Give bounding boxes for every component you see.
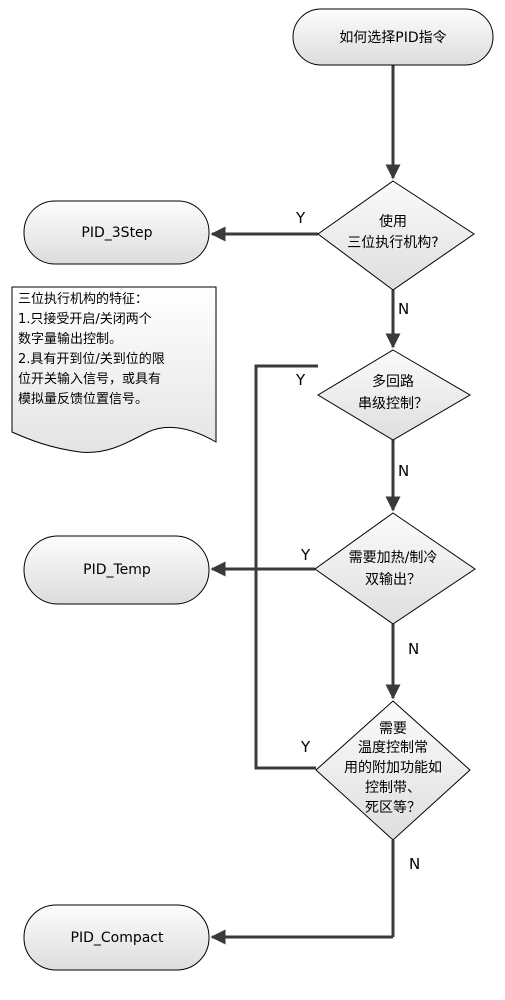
terminal-start-shape	[292, 8, 494, 66]
terminal-pid-temp-shape	[23, 535, 210, 605]
decision-cascade-control-line-1: 多回路	[372, 373, 414, 390]
terminal-pid-temp: PID_Temp	[23, 535, 210, 605]
decision-temperature-extra-functions-line-3: 用的附加功能如	[344, 760, 442, 776]
terminal-pid-temp-label: PID_Temp	[83, 562, 151, 578]
decision-three-position-actuator-shape	[317, 180, 475, 291]
label-d3-no: N	[408, 640, 419, 658]
decision-heat-cool-dual-output-shape	[314, 512, 476, 625]
decision-cascade-control-shape	[317, 349, 471, 441]
note-line-6: 模拟量反馈位置信号。	[18, 392, 148, 407]
decision-three-position-actuator-line-2: 三位执行机构?	[347, 235, 438, 251]
terminal-pid-3step-label: PID_3Step	[81, 225, 152, 241]
decision-temperature-extra-functions-line-1: 需要	[379, 721, 407, 737]
decision-three-position-actuator-line-1: 使用	[379, 213, 407, 230]
decision-temperature-extra-functions: 需要 温度控制常 用的附加功能如 控制带、 死区等？	[315, 700, 471, 841]
terminal-pid-compact-shape	[23, 904, 210, 971]
note-line-2: 1.只接受开启/关闭两个	[18, 311, 152, 327]
label-d2-no: N	[398, 462, 409, 480]
connector-d2-d4-yes-loop	[254, 364, 318, 770]
note-shape	[11, 286, 217, 453]
branch-labels: Y N Y N Y N Y N	[295, 209, 420, 873]
decision-three-position-actuator: 使用 三位执行机构?	[317, 180, 475, 291]
decision-temperature-extra-functions-line-2: 温度控制常	[358, 740, 428, 756]
decision-temperature-extra-functions-shape	[315, 700, 471, 841]
note-line-4: 2.具有开到位/关到位的限	[18, 351, 165, 367]
decision-heat-cool-dual-output: 需要加热/制冷 双输出？	[314, 512, 476, 625]
decision-cascade-control: 多回路 串级控制？	[317, 349, 471, 441]
note-line-1: 三位执行机构的特征：	[18, 291, 148, 307]
connectors	[210, 65, 401, 945]
decision-cascade-control-line-2: 串级控制？	[358, 396, 428, 412]
label-d3-yes: Y	[300, 546, 311, 564]
note-three-position-actuator-features: 三位执行机构的特征： 1.只接受开启/关闭两个 数字量输出控制。 2.具有开到位…	[11, 286, 217, 453]
terminal-pid-3step-shape	[23, 200, 210, 265]
terminal-pid-compact: PID_Compact	[23, 904, 210, 971]
label-d2-yes: Y	[295, 371, 306, 389]
label-d4-no: N	[409, 855, 420, 873]
decision-heat-cool-dual-output-line-1: 需要加热/制冷	[349, 550, 438, 566]
terminal-start-label: 如何选择PID指令	[339, 30, 446, 46]
note-line-3: 数字量输出控制。	[18, 331, 122, 347]
decision-temperature-extra-functions-line-5: 死区等？	[365, 799, 421, 816]
terminal-start: 如何选择PID指令	[292, 8, 494, 66]
terminal-pid-compact-label: PID_Compact	[71, 930, 164, 946]
terminal-pid-3step: PID_3Step	[23, 200, 210, 265]
label-d1-no: N	[398, 300, 409, 318]
decision-heat-cool-dual-output-line-2: 双输出？	[365, 572, 421, 588]
label-d1-yes: Y	[295, 209, 306, 227]
label-d4-yes: Y	[300, 738, 311, 756]
decision-temperature-extra-functions-line-4: 控制带、	[365, 780, 421, 796]
note-line-5: 位开关输入信号，或具有	[18, 371, 161, 387]
